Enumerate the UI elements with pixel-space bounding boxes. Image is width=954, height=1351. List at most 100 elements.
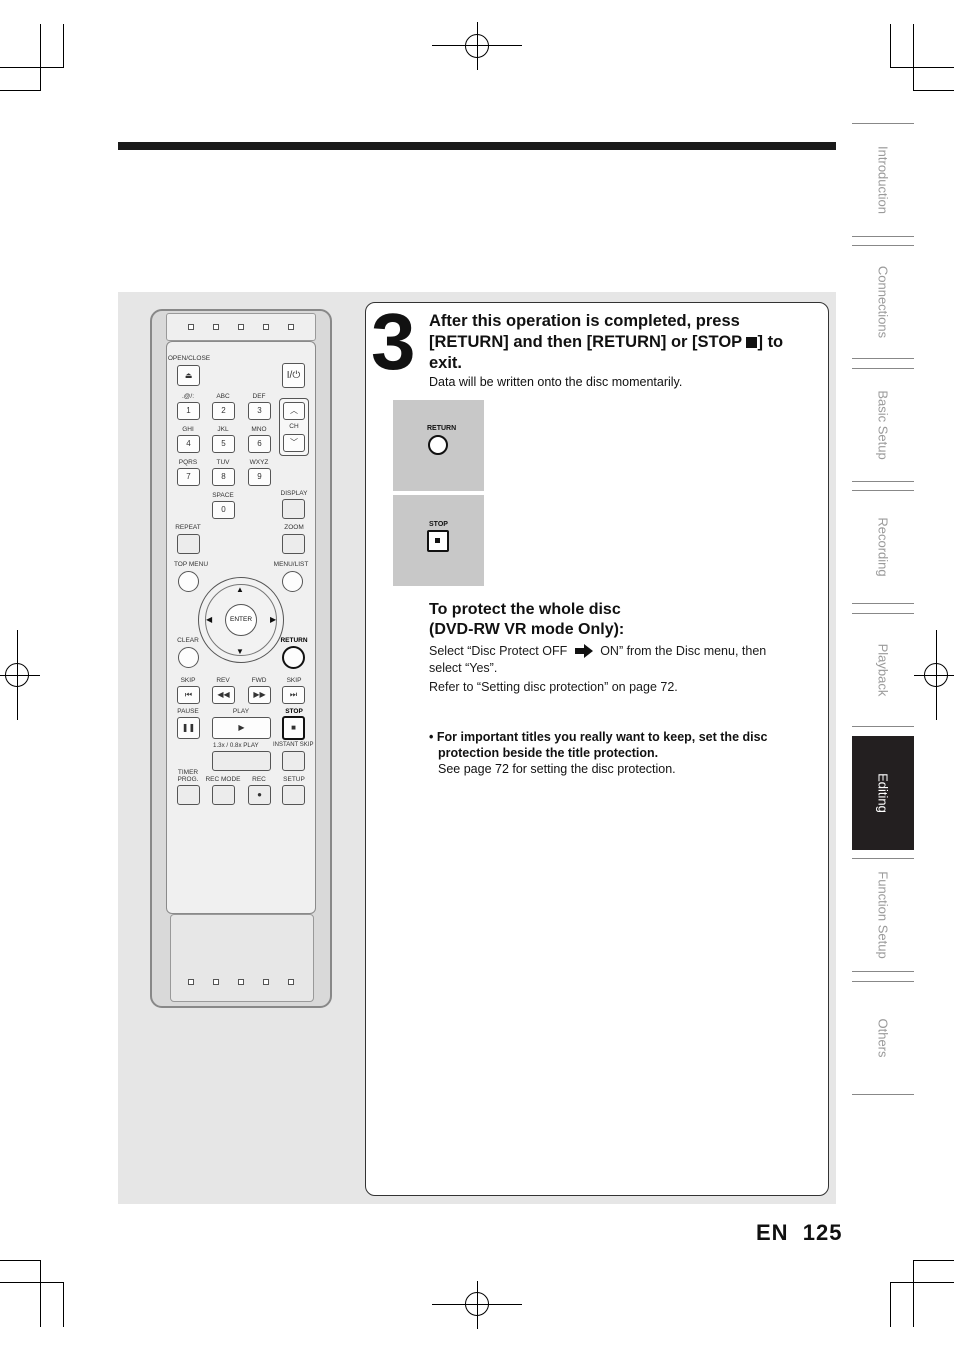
- zoom-button: [282, 534, 305, 554]
- slow-play-button: [212, 751, 271, 771]
- page-number-value: 125: [802, 1220, 843, 1245]
- open-close-label: OPEN/CLOSE: [167, 355, 211, 362]
- indicator-led: [213, 979, 219, 985]
- indicator-led: [213, 324, 219, 330]
- stop-button: ■: [282, 716, 305, 740]
- step-number: 3: [371, 297, 415, 386]
- prog-label: PROG.: [177, 776, 199, 783]
- protect-heading: To protect the whole disc (DVD-RW VR mod…: [429, 600, 809, 640]
- number-key: 2: [212, 402, 235, 420]
- note-normal-line: See page 72 for setting the disc protect…: [438, 762, 676, 776]
- tab-label: Connections: [875, 265, 891, 339]
- key-label: .@/:: [181, 393, 195, 400]
- skip-back-icon: ⏮: [184, 690, 193, 699]
- indicator-led: [263, 324, 269, 330]
- pause-icon: ❚❚: [181, 723, 196, 732]
- stop-square-icon: [746, 337, 758, 348]
- protect-text: ON” from the Disc menu, then: [600, 644, 767, 658]
- thumbnail-label: STOP: [429, 521, 448, 528]
- tab-introduction[interactable]: Introduction: [852, 123, 914, 237]
- chevron-down-icon: ﹀: [290, 438, 298, 447]
- tab-recording[interactable]: Recording: [852, 490, 914, 604]
- tab-label: Editing: [875, 773, 891, 813]
- step-heading-line3: exit.: [429, 354, 463, 372]
- number-key: 3: [248, 402, 271, 420]
- step-heading: After this operation is completed, press…: [429, 311, 821, 374]
- stop-icon: ■: [291, 723, 296, 732]
- arrow-left-icon: ◀: [206, 615, 213, 624]
- zoom-label: ZOOM: [284, 524, 304, 531]
- chevron-up-icon: ︿: [290, 406, 298, 415]
- indicator-led: [288, 979, 294, 985]
- tab-label: Basic Setup: [875, 390, 891, 460]
- important-note: • For important titles you really want t…: [429, 729, 814, 777]
- arrow-down-icon: ▼: [236, 647, 244, 656]
- remote-bottom-panel: [170, 914, 314, 1002]
- key-label: ABC: [216, 393, 230, 400]
- top-menu-button: [178, 571, 199, 592]
- repeat-button: [177, 534, 200, 554]
- display-label: DISPLAY: [280, 490, 308, 497]
- key-label: WXYZ: [249, 459, 269, 466]
- rec-button: ●: [248, 785, 271, 805]
- key-label: TUV: [216, 459, 230, 466]
- fwd-button: ▶▶: [248, 686, 271, 704]
- indicator-led: [188, 979, 194, 985]
- tab-editing[interactable]: Editing: [852, 736, 914, 850]
- tab-others[interactable]: Others: [852, 981, 914, 1095]
- skip-fwd-button: ⏭: [282, 686, 305, 704]
- number-key: 8: [212, 468, 235, 486]
- clear-button: [178, 647, 199, 668]
- slow-play-label: 1.3x / 0.8x PLAY: [213, 742, 259, 749]
- protect-line1: Select “Disc Protect OFF ON” from the Di…: [429, 643, 814, 660]
- rewind-icon: ◀◀: [217, 690, 230, 699]
- instant-skip-button: [282, 751, 305, 771]
- tab-label: Others: [875, 1018, 891, 1058]
- protect-instructions: Select “Disc Protect OFF ON” from the Di…: [429, 643, 814, 696]
- header-rule: [118, 142, 836, 150]
- number-key: 6: [248, 435, 271, 453]
- key-label: MNO: [251, 426, 267, 433]
- arrow-right-icon: [574, 644, 593, 658]
- tab-function-setup[interactable]: Function Setup: [852, 858, 914, 972]
- pause-label: PAUSE: [177, 708, 199, 715]
- note-bold-line1: • For important titles you really want t…: [429, 729, 814, 745]
- step-heading-line2: [RETURN] and then [RETURN] or [STOP ] to: [429, 332, 821, 353]
- indicator-led: [188, 324, 194, 330]
- pause-button: ❚❚: [177, 717, 200, 739]
- number-key: 1: [177, 402, 200, 420]
- page-number: EN 125: [756, 1220, 843, 1246]
- step-heading-text: [RETURN] and then [RETURN] or [STOP: [429, 333, 742, 351]
- indicator-led: [238, 979, 244, 985]
- rev-label: REV: [216, 677, 230, 684]
- rev-button: ◀◀: [212, 686, 235, 704]
- fwd-label: FWD: [251, 677, 267, 684]
- step-subtext: Data will be written onto the disc momen…: [429, 375, 683, 389]
- timer-label: TIMER: [177, 769, 199, 776]
- tab-playback[interactable]: Playback: [852, 613, 914, 727]
- skip-back-label: SKIP: [180, 677, 196, 684]
- top-menu-label: TOP MENU: [173, 561, 209, 568]
- menu-list-button: [282, 571, 303, 592]
- skip-forward-icon: ⏭: [289, 690, 298, 699]
- setup-label: SETUP: [283, 776, 305, 783]
- tab-connections[interactable]: Connections: [852, 245, 914, 359]
- play-icon: ▶: [238, 723, 245, 732]
- skip-back-button: ⏮: [177, 686, 200, 704]
- play-label: PLAY: [232, 708, 250, 715]
- channel-up-button: ︿: [283, 402, 305, 420]
- note-text: For important titles you really want to …: [436, 730, 768, 744]
- number-key: 4: [177, 435, 200, 453]
- tab-basic-setup[interactable]: Basic Setup: [852, 368, 914, 482]
- zero-key: 0: [212, 501, 235, 519]
- return-button: [282, 646, 305, 669]
- return-button-icon: [428, 435, 448, 455]
- enter-button: ENTER: [225, 604, 257, 636]
- display-button: [282, 499, 305, 519]
- thumbnail-label: RETURN: [427, 425, 457, 432]
- tab-label: Function Setup: [875, 871, 891, 959]
- number-key: 7: [177, 468, 200, 486]
- number-key: 5: [212, 435, 235, 453]
- return-button-thumbnail: RETURN: [393, 400, 484, 491]
- timer-prog-button: [177, 785, 200, 805]
